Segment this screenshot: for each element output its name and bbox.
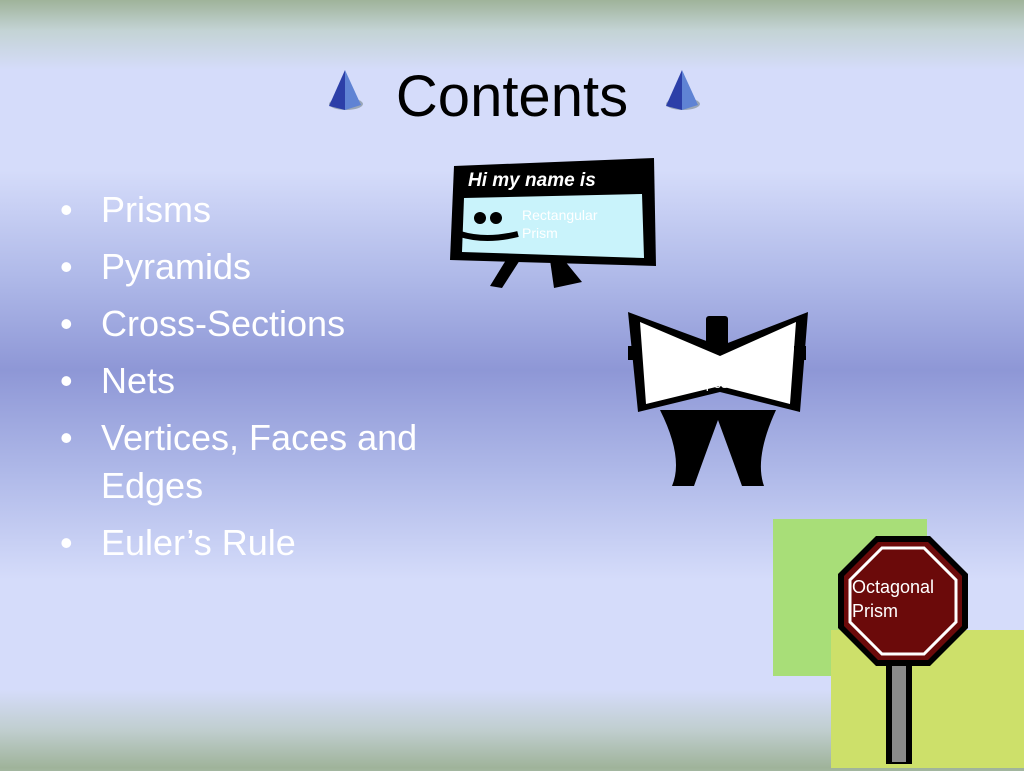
stop-sign-label-line2: Prism — [852, 601, 898, 621]
name-tag-label: Rectangular Prism — [522, 207, 598, 241]
list-item[interactable]: Nets — [60, 357, 480, 405]
list-item[interactable]: Pyramids — [60, 243, 480, 291]
stop-sign-label-line1: Octagonal — [852, 577, 935, 597]
page-title: Contents — [395, 64, 629, 129]
newspaper-reader-icon — [628, 312, 808, 486]
stop-sign-clipart[interactable] — [836, 534, 970, 766]
list-item[interactable]: Vertices, Faces and Edges — [60, 414, 480, 510]
name-tag-header: Hi my name is — [468, 170, 596, 191]
cone-icon — [666, 70, 700, 110]
list-item[interactable]: Prisms — [60, 186, 480, 234]
cone-icon — [329, 70, 363, 110]
newspaper-label: 3D Shapes Times — [659, 375, 770, 391]
contents-list: Prisms Pyramids Cross-Sections Nets Vert… — [60, 186, 480, 576]
name-tag-icon — [450, 158, 656, 288]
stop-sign-label: Octagonal Prism — [852, 575, 934, 623]
newspaper-clipart[interactable]: 3D Shapes Times — [624, 308, 812, 488]
stop-sign-icon — [838, 536, 968, 764]
name-tag-clipart[interactable]: Hi my name is Rectangular Prism — [446, 156, 660, 292]
title-row: Contents — [0, 62, 1024, 132]
list-item[interactable]: Euler’s Rule — [60, 519, 480, 567]
list-item[interactable]: Cross-Sections — [60, 300, 480, 348]
